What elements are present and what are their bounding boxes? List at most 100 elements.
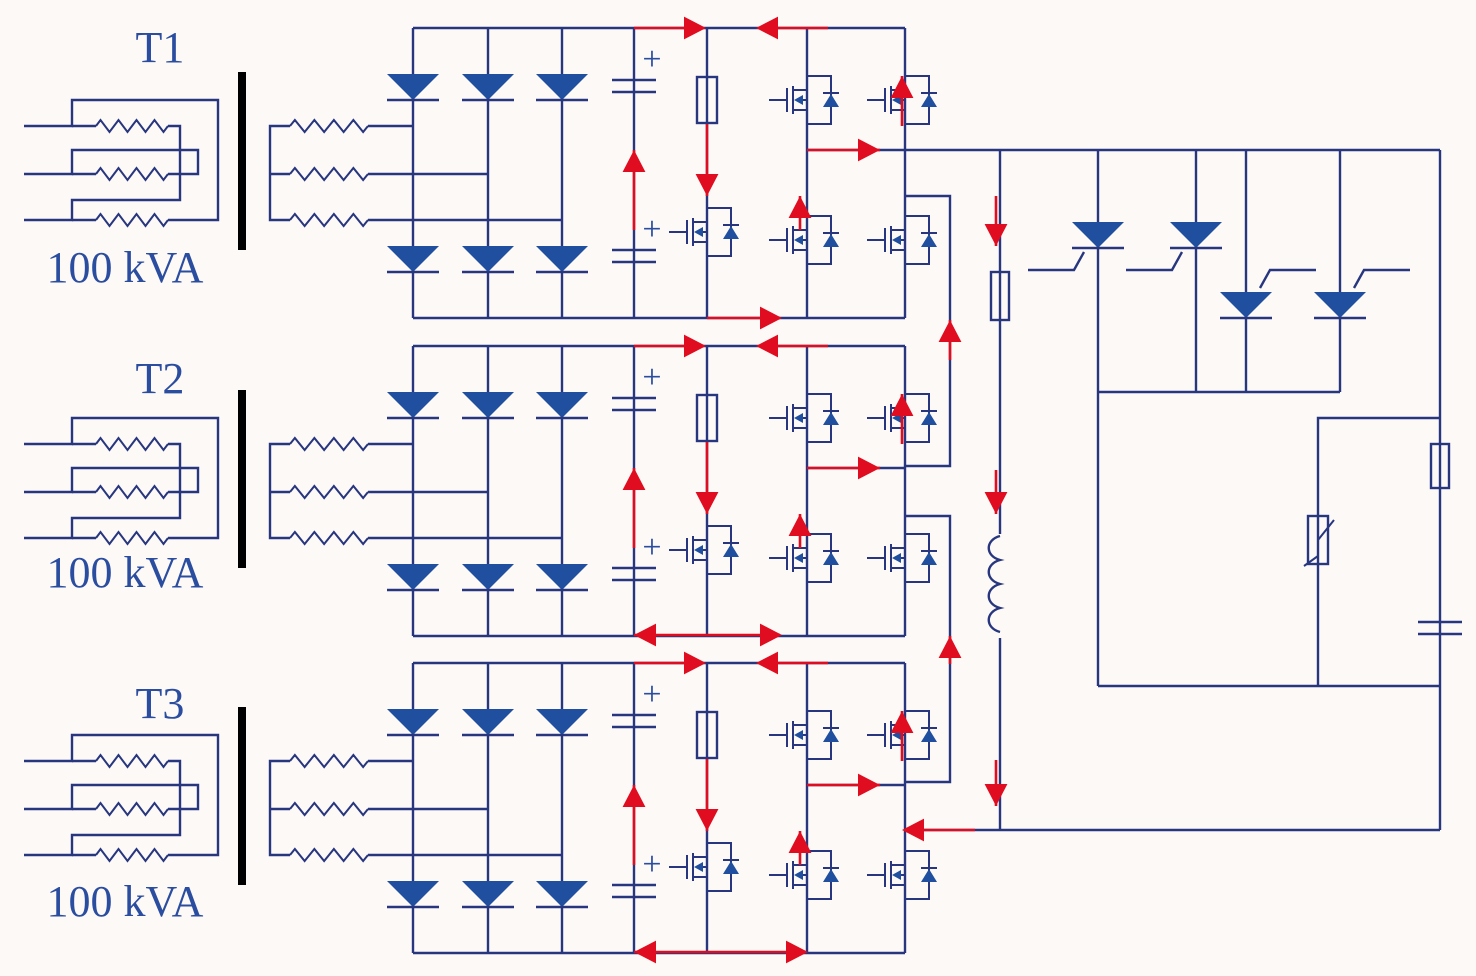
transformer-2-secondary-winding (289, 436, 369, 452)
transformer-t1-rating: 100 kVA (47, 243, 204, 292)
transformer-t2-rating: 100 kVA (47, 548, 204, 597)
diode-body (823, 729, 839, 742)
module-1-switch-b-high (867, 75, 930, 125)
diode-body (823, 869, 839, 882)
transformer-2-primary-winding (95, 436, 169, 452)
freewheel-diode (921, 867, 937, 882)
module-2-switch-a-high (769, 393, 832, 443)
transformer-1-secondary-winding (289, 118, 369, 134)
diode-body (536, 564, 588, 590)
inductor-bg (990, 534, 1012, 638)
diode-body (1072, 222, 1124, 248)
transformer-t3-rating: 100 kVA (47, 877, 204, 926)
thyristor-gate (1352, 268, 1410, 289)
module-3-diode-lower (387, 881, 439, 909)
module-2-diode-upper (536, 392, 588, 420)
freewheel-diode (823, 92, 839, 107)
diode-body (921, 552, 937, 565)
current-arrow-top-right (684, 16, 706, 40)
freewheel-diode (723, 224, 739, 239)
transformer-2-primary-winding (95, 530, 169, 546)
transformer-1-primary-winding (95, 212, 169, 228)
arrow (794, 730, 803, 740)
cap-plus-sign: + (642, 846, 661, 883)
thyristor-gate (1028, 251, 1086, 272)
module-2-switch-b-low (867, 533, 930, 583)
transformer-3-core (238, 707, 246, 885)
diode-body (536, 392, 588, 418)
diode-body (462, 881, 514, 907)
module-1-diode-lower (462, 246, 514, 274)
module-3-chopper-switch (669, 842, 732, 892)
current-arrow-link-up (938, 320, 962, 342)
load-resistor (989, 270, 1011, 322)
diode-body (462, 564, 514, 590)
arrow (694, 545, 703, 555)
module-1-diode-upper (387, 74, 439, 102)
module-1-switch-b-low (867, 215, 930, 265)
arrow (892, 870, 901, 880)
freewheel-diode (921, 550, 937, 565)
transformer-t3-name: T3 (136, 679, 185, 728)
module-1-diode-lower (536, 246, 588, 274)
module-3-switch-a-high (769, 710, 832, 760)
diode-body (462, 392, 514, 418)
diode-body (1170, 222, 1222, 248)
arrow (892, 235, 901, 245)
transformer-3-secondary-winding (289, 801, 369, 817)
diode-body (387, 392, 439, 418)
module-1-cap-upper: + (612, 41, 662, 94)
module-2-diode-lower (462, 564, 514, 592)
diode-body (823, 94, 839, 107)
freewheel-diode (823, 867, 839, 882)
current-arrow-cap-up (622, 785, 646, 807)
diode-body (723, 544, 739, 557)
transformer-1-primary-b (24, 148, 200, 176)
module-1-cap-lower: + (612, 211, 662, 264)
freewheel-diode (823, 232, 839, 247)
transformer-3-primary-a (24, 733, 220, 857)
current-arrow-chopper-down (695, 492, 719, 514)
thyristor-gate (1258, 268, 1316, 289)
transformer-3-secondary-winding (289, 753, 369, 769)
cap-plus-sign: + (642, 211, 661, 248)
module-3-diode-lower (462, 881, 514, 909)
current-arrow-bottom-right (760, 306, 782, 330)
wiring-layer (24, 26, 1442, 955)
varistor (1306, 514, 1330, 566)
module-1-diode-lower (387, 246, 439, 274)
freewheel-diode (823, 410, 839, 425)
transformer-2-secondary-winding (289, 530, 369, 546)
transformer-1-core (238, 72, 246, 250)
module-2-diode-lower (536, 564, 588, 592)
transformer-3-secondary-winding (289, 847, 369, 863)
diode-body (387, 709, 439, 735)
module-1-chopper-switch (669, 207, 732, 257)
varistor-branch (1316, 416, 1440, 686)
diode-body (921, 412, 937, 425)
transformer-3-primary-winding (95, 801, 169, 817)
current-arrow-output (858, 456, 880, 480)
current-arrow-top-left (756, 651, 778, 675)
current-arrow-top-right (684, 334, 706, 358)
transformer-2-secondary-winding (289, 484, 369, 500)
arrow (694, 862, 703, 872)
diode-body (921, 234, 937, 247)
current-arrow-chopper-down (695, 174, 719, 196)
module-1-brake-resistor (695, 75, 719, 125)
current-arrow-bottom-left (634, 623, 656, 647)
diode-body (462, 246, 514, 272)
current-arrow-bottom-right (786, 940, 808, 964)
cap-plus-sign: + (642, 676, 661, 713)
diode-body (921, 869, 937, 882)
module-2-cap-upper: + (612, 359, 662, 412)
transformer-2-primary-a (24, 416, 220, 540)
module-2-switch-b-high (867, 393, 930, 443)
diode-body (823, 552, 839, 565)
thyristor-reverse (1220, 292, 1272, 320)
transformer-1-primary-winding (95, 166, 169, 182)
module-3-switch-b-low (867, 850, 930, 900)
labels-layer: T1 100 kVA T2 100 kVA T3 100 kVA (47, 23, 204, 926)
diode-body (387, 246, 439, 272)
